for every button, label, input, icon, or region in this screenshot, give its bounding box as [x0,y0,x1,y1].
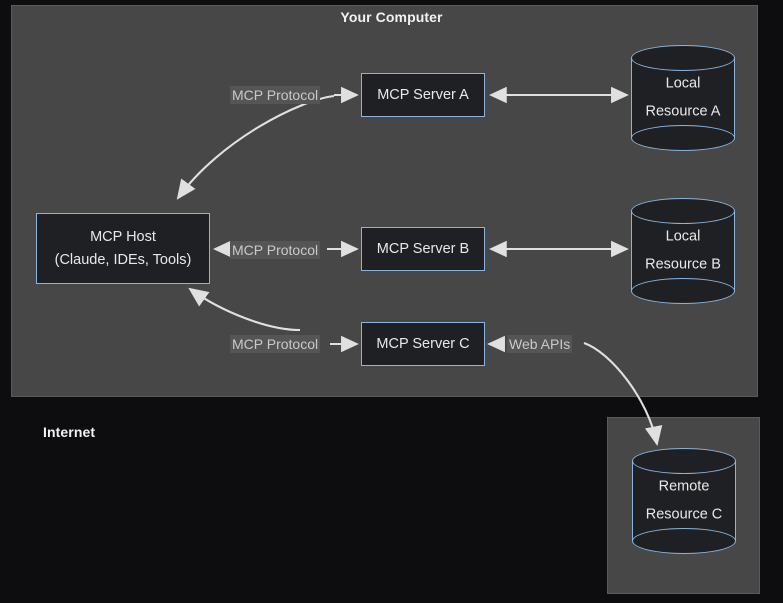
node-mcp-server-a-label: MCP Server A [377,86,469,103]
cylinder-bottom-icon [631,125,735,151]
node-local-resource-b-line-2: Resource B [645,256,721,272]
cylinder-top-icon [631,45,735,71]
edge-label-host-server-c: MCP Protocol [230,335,321,353]
node-remote-resource-c-line-2: Resource C [645,506,723,522]
node-local-resource-a-line-1: Local [665,75,701,92]
node-mcp-server-c[interactable]: MCP Server C [361,322,485,366]
node-mcp-server-b[interactable]: MCP Server B [361,227,485,271]
group-your-computer-title: Your Computer [340,9,443,25]
node-local-resource-b-line-1: Local [665,228,701,245]
node-local-resource-a[interactable]: Local Resource A [631,45,735,151]
node-mcp-host[interactable]: MCP Host (Claude, IDEs, Tools) [36,213,210,284]
node-mcp-server-a[interactable]: MCP Server A [361,73,485,117]
node-remote-resource-c-line-1: Remote [658,478,710,495]
cylinder-body-icon [632,461,736,541]
group-internet-title: Internet [43,424,96,440]
node-local-resource-b[interactable]: Local Resource B [631,198,735,304]
node-local-resource-a-line-2: Resource A [645,103,721,119]
node-remote-resource-c-label: Remote Resource C [632,473,736,528]
node-mcp-server-c-label: MCP Server C [376,335,470,352]
edge-label-server-c-remote-c: Web APIs [507,335,573,353]
node-remote-resource-c[interactable]: Remote Resource C [632,448,736,554]
node-mcp-host-line-1: MCP Host [90,229,156,246]
edge-label-host-server-b: MCP Protocol [230,241,321,259]
node-local-resource-a-label: Local Resource A [631,70,735,125]
edge-label-host-server-a: MCP Protocol [230,86,321,104]
node-local-resource-b-label: Local Resource B [631,223,735,278]
cylinder-top-icon [632,448,736,474]
node-mcp-host-line-2: (Claude, IDEs, Tools) [54,251,192,268]
cylinder-top-icon [631,198,735,224]
cylinder-bottom-icon [632,528,736,554]
cylinder-bottom-icon [631,278,735,304]
node-mcp-server-b-label: MCP Server B [376,240,470,257]
